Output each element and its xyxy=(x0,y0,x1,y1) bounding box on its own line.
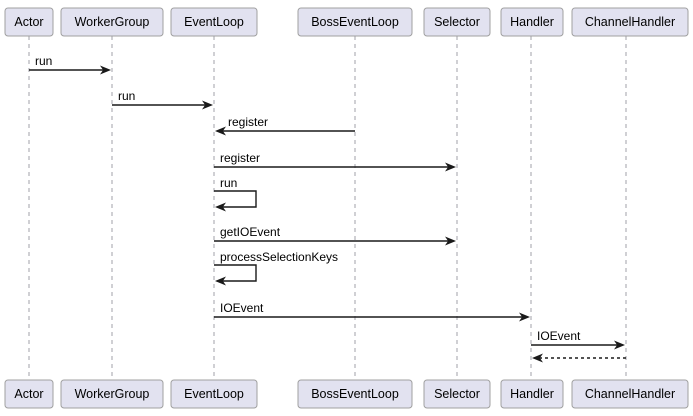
arrowhead-icon xyxy=(519,312,530,322)
participant-header-label-workergroup: WorkerGroup xyxy=(75,15,150,29)
message-label: run xyxy=(118,89,135,103)
message-label: processSelectionKeys xyxy=(220,250,338,264)
participant-header-box-handler xyxy=(500,7,564,37)
message-label: register xyxy=(220,151,260,165)
message-3-register[interactable]: register xyxy=(215,115,355,136)
participant-footer-box-selector xyxy=(423,379,491,409)
participant-header-selector[interactable]: Selector xyxy=(423,7,491,37)
participant-footer-box-eventloop xyxy=(170,379,258,409)
footer-boxes-group: Actor WorkerGroup EventLoop BossEventLoop Se… xyxy=(4,379,689,409)
message-5-run[interactable]: run xyxy=(214,176,257,212)
participant-footer-box-bosseventloop xyxy=(297,379,413,409)
arrowhead-icon xyxy=(215,276,226,286)
message-10-return[interactable] xyxy=(532,353,626,363)
arrowhead-icon xyxy=(532,353,543,363)
arrowhead-icon xyxy=(202,100,213,110)
message-label: IOEvent xyxy=(220,301,264,315)
message-line xyxy=(214,190,257,208)
participant-footer-label-handler: Handler xyxy=(510,387,554,401)
message-label: IOEvent xyxy=(537,329,581,343)
participant-footer-eventloop[interactable]: EventLoop xyxy=(170,379,258,409)
participant-header-handler[interactable]: Handler xyxy=(500,7,564,37)
participant-header-box-bosseventloop xyxy=(297,7,413,37)
participant-footer-channelhandler[interactable]: ChannelHandler xyxy=(571,379,689,409)
header-boxes-group: Actor WorkerGroup EventLoop BossEventLoop Se… xyxy=(4,7,689,37)
participant-footer-handler[interactable]: Handler xyxy=(500,379,564,409)
message-label: run xyxy=(220,176,237,190)
participant-footer-label-actor: Actor xyxy=(14,387,43,401)
participant-footer-box-handler xyxy=(500,379,564,409)
participant-header-label-handler: Handler xyxy=(510,15,554,29)
arrowhead-icon xyxy=(614,340,625,350)
participant-footer-actor[interactable]: Actor xyxy=(4,379,54,409)
message-line xyxy=(214,264,257,282)
participant-footer-label-bosseventloop: BossEventLoop xyxy=(311,387,399,401)
message-label: register xyxy=(228,115,268,129)
participant-footer-box-workergroup xyxy=(60,379,164,409)
arrowhead-icon xyxy=(100,65,111,75)
arrowhead-icon xyxy=(215,202,226,212)
participant-footer-label-eventloop: EventLoop xyxy=(184,387,244,401)
participant-header-bosseventloop[interactable]: BossEventLoop xyxy=(297,7,413,37)
message-6-getIOEvent[interactable]: getIOEvent xyxy=(214,225,456,246)
message-2-run[interactable]: run xyxy=(112,89,213,110)
participant-header-box-workergroup xyxy=(60,7,164,37)
participant-footer-selector[interactable]: Selector xyxy=(423,379,491,409)
participant-header-label-eventloop: EventLoop xyxy=(184,15,244,29)
participant-header-box-actor xyxy=(4,7,54,37)
message-9-IOEvent[interactable]: IOEvent xyxy=(531,329,625,350)
participant-header-eventloop[interactable]: EventLoop xyxy=(170,7,258,37)
participant-header-box-channelhandler xyxy=(571,7,689,37)
lifelines-group xyxy=(28,36,627,380)
participant-footer-workergroup[interactable]: WorkerGroup xyxy=(60,379,164,409)
arrowhead-icon xyxy=(445,162,456,172)
arrowhead-icon xyxy=(215,126,226,136)
message-1-run[interactable]: run xyxy=(29,54,111,75)
participant-footer-label-channelhandler: ChannelHandler xyxy=(585,387,675,401)
participant-header-label-bosseventloop: BossEventLoop xyxy=(311,15,399,29)
participant-header-label-selector: Selector xyxy=(434,15,480,29)
participant-header-workergroup[interactable]: WorkerGroup xyxy=(60,7,164,37)
participant-header-label-actor: Actor xyxy=(14,15,43,29)
participant-footer-bosseventloop[interactable]: BossEventLoop xyxy=(297,379,413,409)
participant-footer-box-actor xyxy=(4,379,54,409)
message-7-processSelectionKeys[interactable]: processSelectionKeys xyxy=(214,250,338,286)
participant-footer-box-channelhandler xyxy=(571,379,689,409)
message-8-IOEvent[interactable]: IOEvent xyxy=(214,301,530,322)
messages-group: run run register register run getIOEvent proce… xyxy=(29,54,626,363)
message-label: getIOEvent xyxy=(220,225,281,239)
arrowhead-icon xyxy=(445,236,456,246)
participant-header-label-channelhandler: ChannelHandler xyxy=(585,15,675,29)
message-label: run xyxy=(35,54,52,68)
participant-footer-label-workergroup: WorkerGroup xyxy=(75,387,150,401)
participant-header-actor[interactable]: Actor xyxy=(4,7,54,37)
participant-header-box-selector xyxy=(423,7,491,37)
participant-header-box-eventloop xyxy=(170,7,258,37)
participant-footer-label-selector: Selector xyxy=(434,387,480,401)
participant-header-channelhandler[interactable]: ChannelHandler xyxy=(571,7,689,37)
message-4-register[interactable]: register xyxy=(214,151,456,172)
